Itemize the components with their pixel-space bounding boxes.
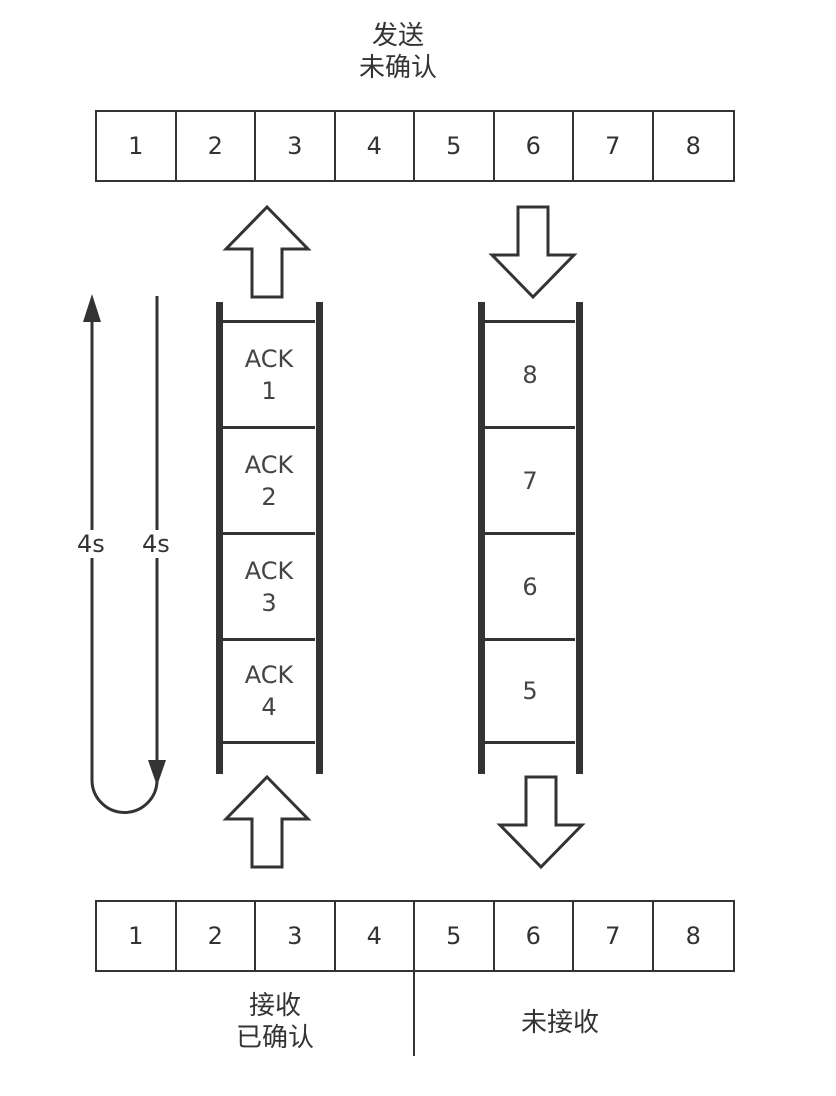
sender-cell-2: 2 [177, 112, 256, 180]
data-slot-6: 6 [485, 532, 575, 638]
ack-slot-3-label: ACK [244, 556, 294, 585]
ack-slot-4-number: 4 [261, 693, 277, 721]
sender-cell-5: 5 [415, 112, 495, 180]
caption-unconfirmed: 未确认 [358, 53, 437, 83]
caption-send: 发送 [371, 21, 424, 51]
sender-cell-3: 3 [256, 112, 336, 180]
data-slot-7: 7 [485, 426, 575, 532]
ack-slot-1-number: 1 [261, 376, 277, 405]
ack-queue: ACK 1 ACK 2 ACK 3 ACK 4 [216, 302, 323, 774]
arrow-up-outline-icon [222, 204, 312, 299]
arrow-up-outline-icon [222, 774, 312, 869]
receiver-sequence-row: 1 2 3 4 5 6 7 8 [95, 900, 735, 972]
receiver-cell-5: 5 [415, 902, 495, 970]
ack-slot-3: ACK 3 [223, 532, 315, 638]
sender-sequence-row: 1 2 3 4 5 6 7 8 [95, 110, 735, 182]
sender-cell-8: 8 [685, 132, 701, 160]
data-slot-8-number: 8 [522, 360, 538, 389]
ack-slot-4: ACK 4 [223, 638, 315, 744]
receiver-cell-7: 7 [574, 902, 654, 970]
receiver-cell-8: 8 [685, 922, 701, 950]
receiver-cell-4: 4 [336, 902, 415, 970]
loop-arrow-icon [83, 294, 166, 814]
data-queue-right-rail [576, 302, 583, 774]
ack-slot-1-label: ACK [244, 344, 294, 373]
not-received-caption: 未接收 [520, 1008, 599, 1038]
ack-queue-left-rail [216, 302, 223, 774]
data-slot-8: 8 [485, 320, 575, 426]
sender-cell-6: 6 [495, 112, 574, 180]
ack-slot-2-label: ACK [244, 450, 294, 479]
timer-down-label: 4s [140, 530, 172, 558]
ack-slot-1: ACK 1 [223, 320, 315, 426]
sender-cell-1: 1 [97, 112, 177, 180]
send-unconfirmed-caption: 发送 未确认 [348, 20, 448, 84]
arrow-down-outline-icon [488, 205, 578, 300]
receiver-cell-3: 3 [256, 902, 336, 970]
data-slot-5-number: 5 [522, 677, 538, 705]
data-queue: 8 7 6 5 [478, 302, 583, 774]
received-divider [413, 900, 415, 1056]
ack-queue-right-rail [316, 302, 323, 774]
timer-up-label: 4s [75, 530, 107, 558]
data-slot-5: 5 [485, 638, 575, 744]
ack-slot-2: ACK 2 [223, 426, 315, 532]
receiver-cell-6: 6 [495, 902, 574, 970]
data-slot-6-number: 6 [522, 572, 538, 601]
sender-cell-4: 4 [336, 112, 415, 180]
received-confirmed-caption: 接收 已确认 [225, 990, 325, 1054]
sender-cell-7: 7 [574, 112, 654, 180]
receiver-cell-2: 2 [177, 902, 256, 970]
receiver-cell-1: 1 [97, 902, 177, 970]
ack-slot-2-number: 2 [261, 482, 277, 511]
data-queue-left-rail [478, 302, 485, 774]
arrow-down-outline-icon [496, 775, 586, 870]
caption-received: 接收 [248, 991, 301, 1021]
data-slot-7-number: 7 [522, 466, 538, 495]
ack-slot-4-label: ACK [244, 661, 294, 689]
caption-confirmed: 已确认 [235, 1023, 314, 1053]
ack-slot-3-number: 3 [261, 588, 277, 617]
